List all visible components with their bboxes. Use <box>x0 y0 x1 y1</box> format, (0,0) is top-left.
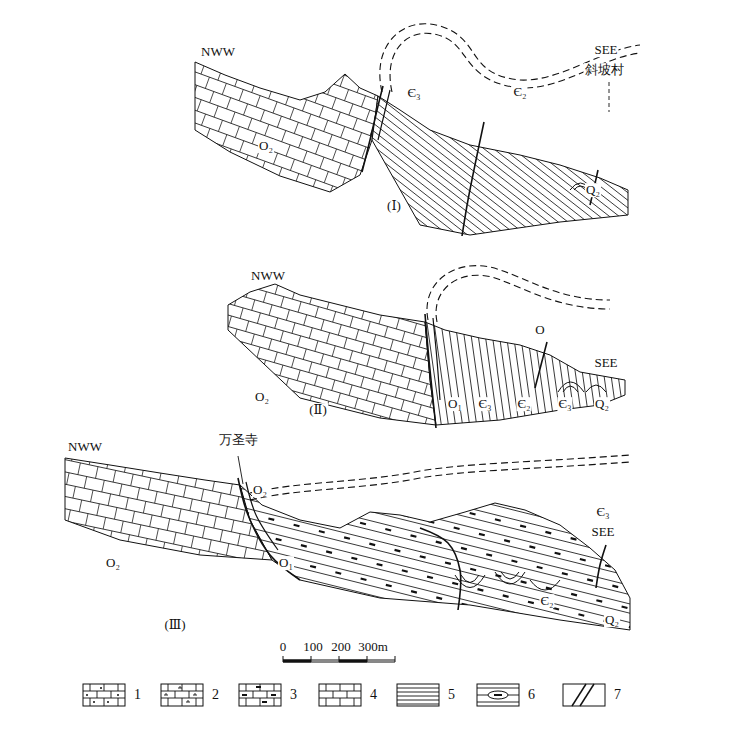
legend-swatch <box>318 683 362 707</box>
fault-line <box>362 86 383 172</box>
legend-number: 3 <box>290 688 297 702</box>
legend-number: 1 <box>134 688 141 702</box>
strata-block <box>23 44 643 667</box>
scale-label: 100 <box>302 640 324 654</box>
scale-label: 300m <box>357 640 389 654</box>
fault-line <box>596 545 606 588</box>
map-label: O₁ <box>447 397 463 411</box>
legend-item: 1 <box>82 683 141 707</box>
legend-swatch <box>396 683 440 707</box>
legend-number: 6 <box>528 688 535 702</box>
map-label: (Ⅲ) <box>163 618 186 632</box>
block-outline <box>228 284 436 425</box>
fault-line <box>238 456 243 484</box>
map-label: Є₂ <box>539 594 554 608</box>
map-label: SEE <box>593 43 618 57</box>
fold-trace <box>390 33 640 92</box>
fold-trace <box>427 266 610 320</box>
legend-item: 6 <box>476 683 535 707</box>
scale-label: 0 <box>279 640 288 654</box>
legend-swatch <box>562 683 606 707</box>
map-label: Є₂ <box>512 85 527 99</box>
fold-arc <box>558 382 606 392</box>
map-label: NWW <box>200 45 236 59</box>
fold-trace <box>380 24 640 92</box>
map-label: NWW <box>250 269 286 283</box>
block-outline <box>425 322 625 425</box>
map-label: SEE <box>593 356 618 370</box>
map-label: Q₂ <box>604 613 620 627</box>
fold-arc <box>455 572 560 590</box>
map-label: O₂ <box>254 390 270 404</box>
fold-trace <box>436 275 610 322</box>
map-label: O₁ <box>278 556 294 570</box>
fold-trace <box>609 82 610 112</box>
map-label: Q₂ <box>594 397 610 411</box>
scale-bar <box>283 656 395 662</box>
fault-line <box>462 122 484 236</box>
strata-block <box>0 53 731 740</box>
map-label: Є₃ <box>557 397 572 411</box>
fault-line <box>433 318 440 400</box>
fault-line <box>378 90 390 140</box>
map-label: (Ⅰ) <box>386 199 402 213</box>
map-label: O₂ <box>252 483 268 497</box>
map-label: Q₂ <box>585 183 601 197</box>
map-label: O₂ <box>105 556 121 570</box>
map-label: 万圣寺 <box>218 433 259 447</box>
map-label: Є₃ <box>595 505 610 519</box>
scale-label: 200 <box>330 640 352 654</box>
fault-line <box>535 342 547 388</box>
legend-swatch <box>82 683 126 707</box>
map-label: O <box>534 323 545 337</box>
fault-line <box>420 528 461 610</box>
legend-item: 2 <box>160 683 219 707</box>
map-label: O₂ <box>258 139 274 153</box>
map-label: Є₃ <box>477 397 492 411</box>
strata-block <box>0 235 442 740</box>
map-label: SEE <box>590 525 615 539</box>
fault-line <box>246 482 278 550</box>
block-outline <box>372 96 628 235</box>
map-label: Є₃ <box>406 86 421 100</box>
fold-trace <box>250 455 630 493</box>
legend-number: 4 <box>370 688 377 702</box>
legend-item: 3 <box>238 683 297 707</box>
legend-item: 5 <box>396 683 455 707</box>
map-label: NWW <box>67 440 103 454</box>
block-outline <box>195 62 378 192</box>
legend-swatch <box>476 683 520 707</box>
legend-item: 4 <box>318 683 377 707</box>
legend-number: 2 <box>212 688 219 702</box>
legend-item: 7 <box>562 683 621 707</box>
legend-number: 7 <box>614 688 621 702</box>
legend-number: 5 <box>448 688 455 702</box>
legend-swatch <box>160 683 204 707</box>
fault-line <box>238 478 300 580</box>
map-label: (Ⅱ) <box>308 403 328 417</box>
map-label: Є₂ <box>516 397 531 411</box>
map-label: 斜坡村 <box>584 63 625 77</box>
block-outline <box>240 485 630 630</box>
legend-swatch <box>238 683 282 707</box>
